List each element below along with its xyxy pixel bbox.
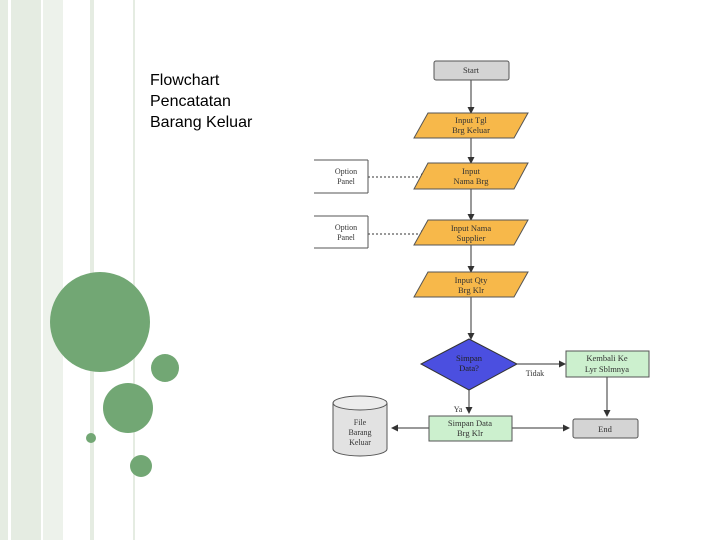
decision-line-1: Simpan (456, 353, 483, 363)
file-barang-keluar-node: File Barang Keluar (332, 395, 388, 457)
left-stripe-line (133, 0, 135, 540)
end-terminator: End (572, 418, 639, 439)
decor-circle-large (50, 272, 150, 372)
kembali-line-2: Lyr Sblmnya (585, 364, 629, 374)
decor-circle-small-bottom (130, 455, 152, 477)
simpan-data-node: Simpan Data Brg Klr (428, 415, 513, 442)
kembali-line-1: Kembali Ke (586, 353, 628, 363)
input-supplier-line-2: Supplier (457, 233, 486, 243)
flow-connectors (368, 80, 611, 432)
option-panel-2: Option Panel (314, 215, 369, 249)
start-terminator: Start (433, 60, 510, 81)
input-tgl-line-2: Brg Keluar (452, 125, 490, 135)
title-line-2: Pencatatan (150, 93, 231, 110)
input-qty-line-2: Brg Klr (458, 285, 484, 295)
input-nama-brg-line-2: Nama Brg (453, 176, 489, 186)
option-panel-1-line-1: Option (335, 167, 357, 176)
title-line-3: Barang Keluar (150, 114, 253, 131)
input-nama-supplier-node: Input Nama Supplier (413, 219, 529, 246)
start-label: Start (463, 65, 480, 75)
decision-line-2: Data? (459, 363, 479, 373)
decor-circle-tiny (86, 433, 96, 443)
file-line-3: Keluar (349, 438, 371, 447)
option-panel-1-line-2: Panel (337, 177, 356, 186)
decor-circle-medium (103, 383, 153, 433)
decision-node: Simpan Data? (419, 338, 519, 391)
end-label: End (598, 424, 612, 434)
option-panel-2-line-2: Panel (337, 233, 356, 242)
label-no: Tidak (526, 369, 544, 378)
kembali-node: Kembali Ke Lyr Sblmnya (565, 350, 650, 378)
slide-title: Flowchart Pencatatan Barang Keluar (150, 70, 310, 133)
input-tgl-line-1: Input Tgl (455, 115, 487, 125)
label-yes: Ya (454, 405, 463, 414)
file-line-2: Barang (348, 428, 371, 437)
left-stripe-thin (90, 0, 94, 540)
input-nama-brg-line-1: Input (462, 166, 481, 176)
title-line-1: Flowchart (150, 72, 220, 89)
input-tgl-node: Input Tgl Brg Keluar (413, 112, 529, 139)
simpan-data-line-1: Simpan Data (448, 418, 492, 428)
file-line-1: File (354, 418, 367, 427)
left-stripe-band-light (43, 0, 63, 540)
input-nama-brg-node: Input Nama Brg (413, 162, 529, 190)
input-supplier-line-1: Input Nama (451, 223, 492, 233)
decor-circle-small-top (151, 354, 179, 382)
left-stripe-outer (0, 0, 8, 540)
simpan-data-line-2: Brg Klr (457, 428, 483, 438)
option-panel-1: Option Panel (314, 159, 369, 194)
left-stripe-band (11, 0, 41, 540)
input-qty-node: Input Qty Brg Klr (413, 271, 529, 298)
option-panel-2-line-1: Option (335, 223, 357, 232)
input-qty-line-1: Input Qty (455, 275, 489, 285)
